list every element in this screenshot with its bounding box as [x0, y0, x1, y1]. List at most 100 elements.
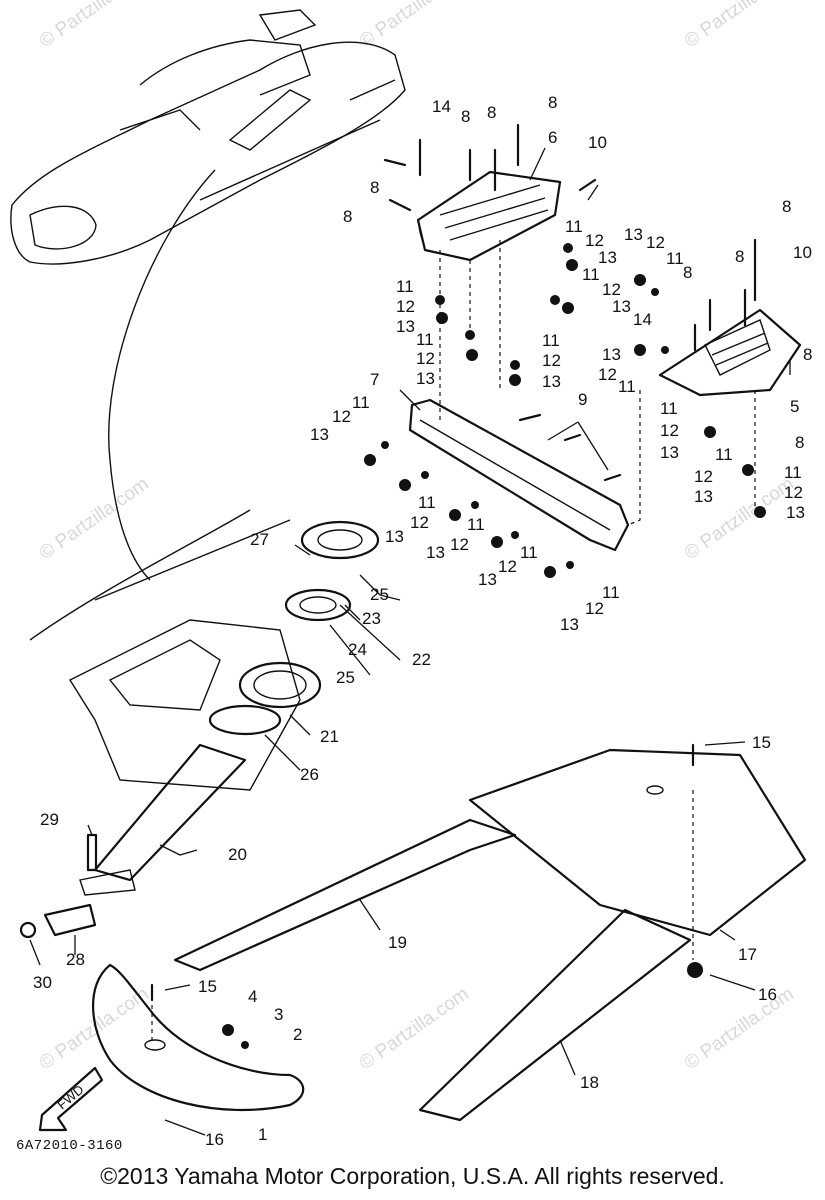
label-11e: 11	[542, 331, 560, 350]
label-12d: 12	[416, 349, 435, 368]
label-12i: 12	[694, 467, 713, 486]
hull-rear-outline	[29, 509, 251, 641]
label-1: 1	[258, 1125, 267, 1144]
label-11m: 11	[467, 515, 485, 534]
label-10: 10	[588, 133, 607, 152]
label-8c: 8	[548, 93, 557, 112]
label-24: 24	[348, 640, 367, 659]
label-11k: 11	[352, 393, 370, 412]
label-11a: 11	[565, 217, 583, 236]
fin-right	[418, 908, 692, 1122]
label-8e: 8	[343, 207, 352, 226]
fwd-arrow-icon: FWD	[38, 1066, 104, 1132]
label-11f: 11	[666, 249, 684, 268]
label-27: 27	[250, 530, 269, 549]
label-12c: 12	[396, 297, 415, 316]
label-12n: 12	[498, 557, 517, 576]
ride-plate-cover	[468, 748, 807, 937]
fin-left	[173, 818, 517, 972]
label-12b: 12	[602, 280, 621, 299]
label-29: 29	[40, 810, 59, 829]
rear-bumper	[91, 963, 305, 1112]
label-13n: 13	[478, 570, 497, 589]
label-12l: 12	[410, 513, 429, 532]
label-15b: 15	[198, 977, 217, 996]
label-12k: 12	[332, 407, 351, 426]
label-16a: 16	[758, 985, 777, 1004]
label-8h: 8	[683, 263, 692, 282]
label-11i: 11	[715, 445, 733, 464]
label-11d: 11	[416, 330, 434, 349]
label-25a: 25	[370, 585, 389, 604]
label-30: 30	[33, 973, 52, 992]
label-17: 17	[738, 945, 757, 964]
label-13d: 13	[416, 369, 435, 388]
label-11j: 11	[784, 463, 802, 482]
label-13l: 13	[385, 527, 404, 546]
part-code: 6A72010-3160	[16, 1138, 123, 1154]
label-8j: 8	[795, 433, 804, 452]
label-13a: 13	[598, 248, 617, 267]
label-16b: 16	[205, 1130, 224, 1149]
assembly-lines	[151, 240, 756, 1045]
reference-curve	[108, 169, 216, 581]
label-12a: 12	[585, 231, 604, 250]
label-8b: 8	[487, 103, 496, 122]
label-13e: 13	[542, 372, 561, 391]
label-9: 9	[578, 390, 587, 409]
part-labels: 1 2 3 4 5 6 7 9 10 10 14 14 8 8 8 8 8 8 …	[33, 93, 812, 1149]
label-11o: 11	[602, 583, 620, 602]
steering-bracket-upper	[416, 170, 562, 262]
label-11n: 11	[520, 543, 538, 562]
label-26: 26	[300, 765, 319, 784]
label-19: 19	[388, 933, 407, 952]
label-7: 7	[370, 370, 379, 389]
label-13k: 13	[310, 425, 329, 444]
copyright-notice: ©2013 Yamaha Motor Corporation, U.S.A. A…	[100, 1163, 725, 1189]
label-10b: 10	[793, 243, 812, 262]
watermark: © Partzilla.com	[681, 0, 798, 52]
label-12o: 12	[585, 599, 604, 618]
watermark: © Partzilla.com	[36, 0, 153, 52]
label-8i: 8	[803, 345, 812, 364]
label-11b: 11	[582, 265, 600, 284]
label-8f: 8	[782, 197, 791, 216]
label-15a: 15	[752, 733, 771, 752]
label-13b: 13	[612, 297, 631, 316]
label-13o: 13	[560, 615, 579, 634]
watermarks: © Partzilla.com © Partzilla.com © Partzi…	[36, 0, 798, 1074]
label-12h: 12	[660, 421, 679, 440]
label-13c: 13	[396, 317, 415, 336]
label-13m: 13	[426, 543, 445, 562]
watermark: © Partzilla.com	[36, 473, 153, 564]
label-13i: 13	[694, 487, 713, 506]
label-8g: 8	[735, 247, 744, 266]
label-13f: 13	[624, 225, 643, 244]
hardware-bolts	[150, 123, 757, 1002]
label-12g: 12	[598, 365, 617, 384]
small-fasteners-left	[19, 833, 98, 939]
label-14: 14	[432, 97, 451, 116]
label-5: 5	[790, 397, 799, 416]
label-23: 23	[362, 609, 381, 628]
label-14b: 14	[633, 310, 652, 329]
label-20: 20	[228, 845, 247, 864]
label-13h: 13	[660, 443, 679, 462]
label-11l: 11	[418, 493, 436, 512]
deck-edge	[94, 519, 291, 601]
label-2: 2	[293, 1025, 302, 1044]
label-12j: 12	[784, 483, 803, 502]
label-4: 4	[248, 987, 257, 1006]
watermark: © Partzilla.com	[356, 983, 473, 1074]
steering-link-rod	[408, 398, 630, 552]
label-12e: 12	[542, 351, 561, 370]
label-28: 28	[66, 950, 85, 969]
label-11h: 11	[660, 399, 678, 418]
hardware-nuts	[222, 243, 766, 1049]
leader-lines	[29, 147, 791, 1136]
label-22: 22	[412, 650, 431, 669]
label-13g: 13	[602, 345, 621, 364]
watercraft-illustration	[10, 9, 406, 265]
steering-bracket-right	[658, 308, 802, 397]
